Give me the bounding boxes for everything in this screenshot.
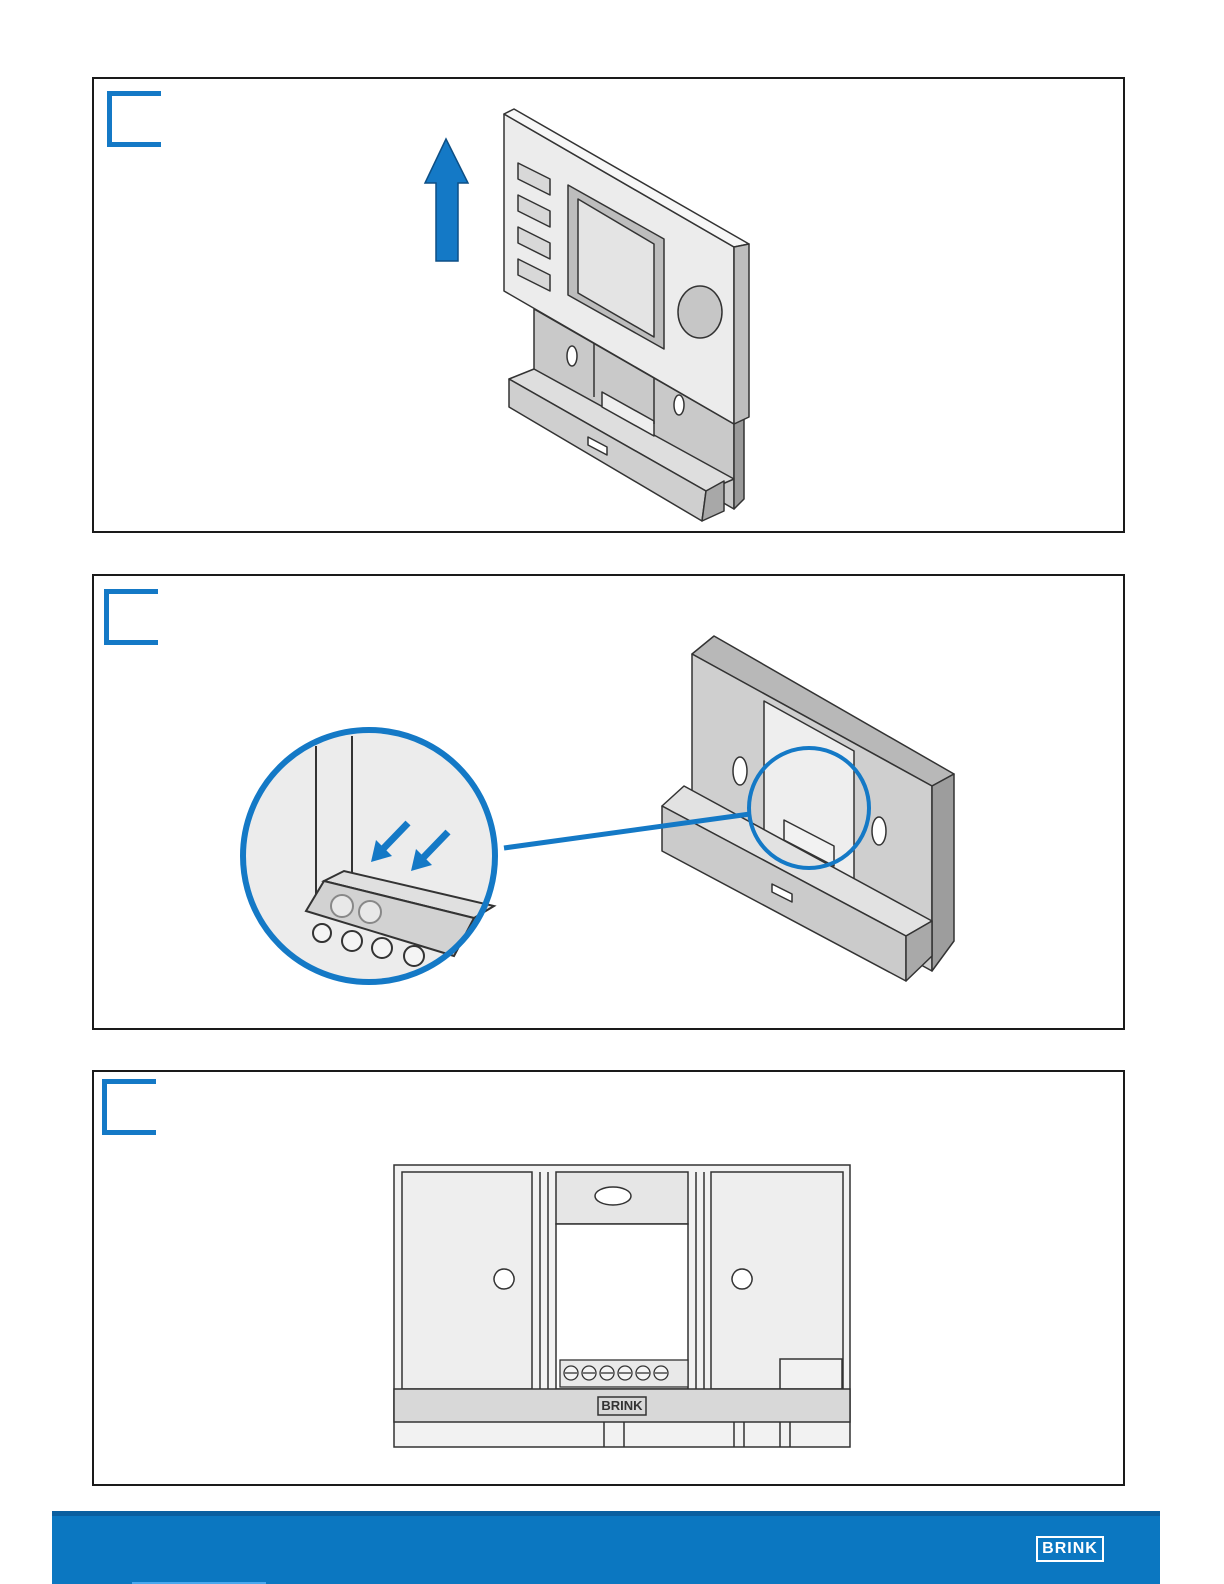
brink-logo: BRINK	[1036, 1536, 1104, 1562]
magnifier-circle-icon	[243, 730, 495, 982]
illustration-remove-unit	[94, 79, 1125, 533]
step-panel-remove-unit	[92, 77, 1125, 533]
terminal-screw-icon	[560, 1360, 688, 1387]
illustration-connect-wires	[94, 576, 1125, 1030]
illustration-front-view: BRINK	[94, 1072, 1125, 1486]
brand-logo-small: BRINK	[598, 1397, 646, 1415]
up-arrow-icon	[425, 139, 468, 261]
page-footer: BRINK	[52, 1511, 1160, 1584]
step-panel-connect-wires	[92, 574, 1125, 1030]
step-panel-front-view: BRINK	[92, 1070, 1125, 1486]
svg-text:BRINK: BRINK	[601, 1398, 643, 1413]
wall-bracket-icon	[662, 636, 954, 981]
